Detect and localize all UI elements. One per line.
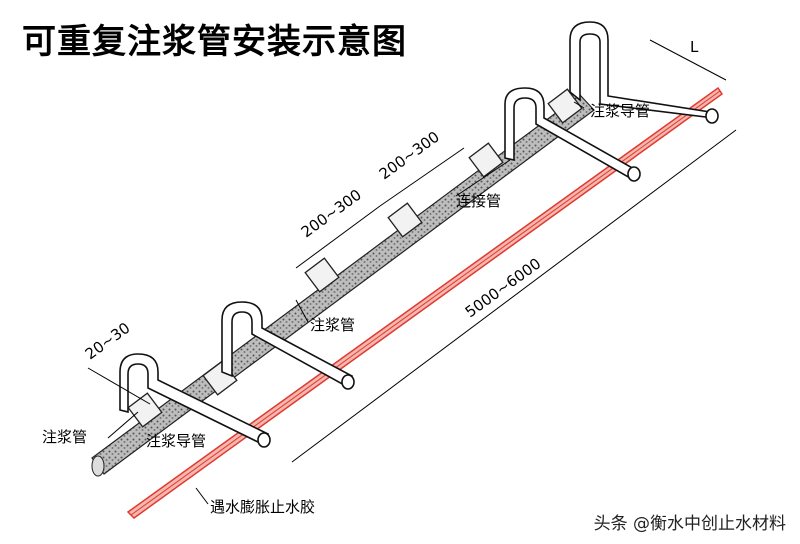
guide-tube-mid <box>504 87 641 182</box>
dim-spacing-a: 200~300 <box>298 186 365 242</box>
label-swell-strip: 遇水膨胀止水胶 <box>210 498 315 516</box>
dim-spacing-b: 200~300 <box>376 128 443 184</box>
watermark: 头条 @衡水中创止水材料 <box>593 514 786 534</box>
guide-tube-lower <box>221 301 355 390</box>
label-grout-pipe-left: 注浆管 <box>42 428 87 446</box>
label-grout-pipe-mid: 注浆管 <box>310 316 355 334</box>
leader-lines <box>107 101 585 505</box>
label-connector: 连接管 <box>456 192 501 210</box>
label-guide-pipe-bottom: 注浆导管 <box>146 432 206 450</box>
guide-tube-upper <box>569 21 719 124</box>
label-guide-pipe-top: 注浆导管 <box>590 102 650 120</box>
connector-sleeves <box>127 88 583 428</box>
dimension-lines <box>87 39 737 463</box>
page-title: 可重复注浆管安装示意图 <box>22 22 407 62</box>
guide-tube-left <box>119 353 271 448</box>
dim-l: L <box>690 38 699 56</box>
